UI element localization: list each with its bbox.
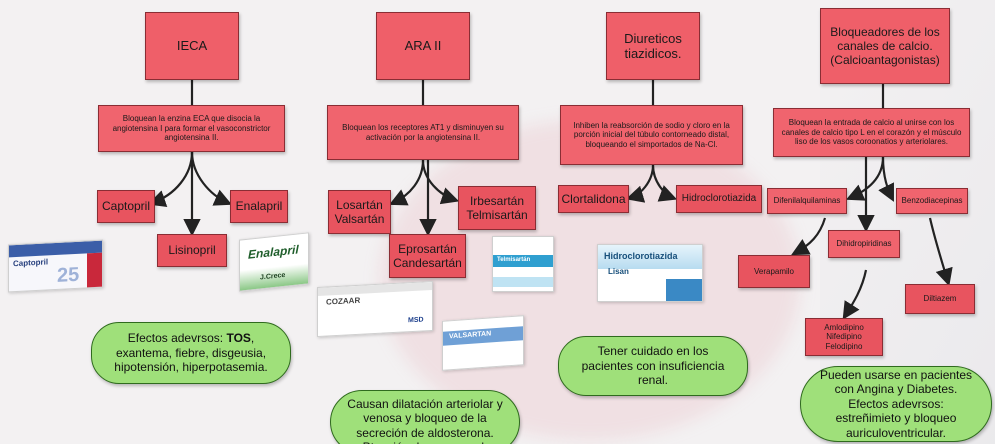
group-dihidropiridinas-text: Dihidropiridinas bbox=[836, 239, 892, 249]
captopril-band-red bbox=[87, 252, 103, 290]
hct-box-sub: Lisan bbox=[608, 267, 629, 276]
drug-clortalidona: Clortalidona bbox=[558, 185, 629, 213]
group-difenilalquilaminas-text: Difenilalquilaminas bbox=[773, 196, 841, 206]
drug-enalapril: Enalapril bbox=[230, 190, 288, 223]
hct-band bbox=[598, 245, 702, 269]
diureticos-mechanism: Inhiben la reabsorción de sodio y cloro … bbox=[560, 105, 743, 165]
calcio-mechanism-text: Bloquean la entrada de calcio al unirse … bbox=[781, 118, 962, 147]
hct-band-2 bbox=[666, 279, 702, 301]
drug-amlodipino-text: Amlodipino Nifedipino Felodipino bbox=[824, 322, 864, 351]
calcio-note-text: Pueden usarse en pacientes con Angina y … bbox=[819, 368, 973, 440]
cozaar-box-name: COZAAR bbox=[326, 295, 361, 307]
drug-captopril: Captopril bbox=[97, 190, 155, 223]
cozaar-box-sub: MSD bbox=[408, 316, 424, 325]
ieca-mechanism-text: Bloquean la enzina ECA que disocia la an… bbox=[112, 114, 271, 143]
diureticos-mechanism-text: Inhiben la reabsorción de sodio y cloro … bbox=[573, 120, 730, 149]
diureticos-note-text: Tener cuidado en los pacientes con insuf… bbox=[581, 344, 725, 388]
captopril-box-name: Captopril bbox=[13, 257, 49, 269]
enalapril-box-name: Enalapril bbox=[248, 242, 299, 262]
diureticos-header: Diureticos tiazidicos. bbox=[606, 12, 700, 80]
telmisartan-box-name: Telmisartán bbox=[497, 257, 531, 263]
drug-losartan-valsartan: Losartán Valsartán bbox=[328, 190, 391, 234]
drug-eprosartan-candesartan-text: Eprosartán Candesartán bbox=[393, 241, 462, 270]
drug-irbesartan-telmisartan-text: Irbesartán Telmisartán bbox=[466, 193, 528, 222]
enalapril-box-image: Enalapril J.Crece bbox=[239, 232, 309, 292]
ara-note: Causan dilatación arteriolar y venosa y … bbox=[330, 390, 520, 444]
valsartan-box-image: VALSARTAN bbox=[442, 315, 524, 371]
ieca-header: IECA bbox=[145, 12, 239, 80]
calcio-header-text: Bloqueadores de los canales de calcio. (… bbox=[830, 24, 940, 68]
drug-eprosartan-candesartan: Eprosartán Candesartán bbox=[389, 234, 466, 278]
captopril-box-sub: 25 bbox=[57, 263, 80, 287]
group-benzodiacepinas-text: Benzodiacepinas bbox=[901, 196, 963, 206]
hct-box-name: Hidroclorotiazida bbox=[604, 251, 678, 261]
group-difenilalquilaminas: Difenilalquilaminas bbox=[767, 188, 847, 214]
captopril-box-image: Captopril 25 bbox=[8, 239, 103, 293]
drug-captopril-text: Captopril bbox=[101, 199, 151, 214]
ara-header: ARA II bbox=[376, 12, 470, 80]
drug-losartan-valsartan-text: Losartán Valsartán bbox=[334, 197, 385, 226]
group-dihidropiridinas: Dihidropiridinas bbox=[828, 230, 900, 258]
ieca-note: Efectos adevrsos: TOS, exantema, fiebre,… bbox=[91, 322, 291, 384]
calcio-note: Pueden usarse en pacientes con Angina y … bbox=[800, 366, 992, 442]
ara-header-text: ARA II bbox=[404, 38, 442, 54]
telmisartan-band-2 bbox=[493, 277, 553, 287]
calcio-header: Bloqueadores de los canales de calcio. (… bbox=[820, 8, 950, 84]
ieca-header-text: IECA bbox=[176, 38, 208, 54]
ieca-note-rest: , exantema, fiebre, disgeusia, hipotensi… bbox=[114, 331, 268, 375]
drug-amlodipino-nifedipino-felodipino: Amlodipino Nifedipino Felodipino bbox=[805, 318, 883, 356]
ieca-note-bold: TOS bbox=[226, 331, 251, 346]
ieca-note-prefix: Efectos adevrsos: bbox=[127, 331, 227, 346]
drug-hidroclorotiazida-text: Hidroclorotiazida bbox=[681, 193, 757, 205]
drug-diltiazem: Diltiazem bbox=[905, 284, 975, 314]
diureticos-header-text: Diureticos tiazidicos. bbox=[624, 30, 682, 61]
ara-mechanism-text: Bloquean los receptores AT1 y disminuyen… bbox=[342, 123, 504, 142]
ara-note-text: Causan dilatación arteriolar y venosa y … bbox=[347, 397, 503, 444]
drug-verapamilo: Verapamilo bbox=[738, 255, 810, 288]
drug-irbesartan-telmisartan: Irbesartán Telmisartán bbox=[458, 186, 536, 230]
drug-verapamilo-text: Verapamilo bbox=[753, 266, 795, 276]
ieca-note-text: Efectos adevrsos: TOS, exantema, fiebre,… bbox=[106, 331, 276, 374]
diureticos-note: Tener cuidado en los pacientes con insuf… bbox=[558, 336, 748, 396]
calcio-mechanism: Bloquean la entrada de calcio al unirse … bbox=[773, 108, 970, 157]
drug-hidroclorotiazida: Hidroclorotiazida bbox=[676, 185, 762, 213]
drug-lisinopril: Lisinopril bbox=[157, 234, 227, 267]
cozaar-box-image: COZAAR MSD bbox=[317, 280, 433, 338]
group-benzodiacepinas: Benzodiacepinas bbox=[896, 188, 968, 214]
drug-lisinopril-text: Lisinopril bbox=[168, 243, 216, 258]
ieca-mechanism: Bloquean la enzina ECA que disocia la an… bbox=[98, 105, 285, 152]
hidroclorotiazida-box-image: Hidroclorotiazida Lisan bbox=[597, 244, 703, 302]
drug-clortalidona-text: Clortalidona bbox=[561, 191, 626, 206]
drug-enalapril-text: Enalapril bbox=[235, 199, 283, 214]
ara-mechanism: Bloquean los receptores AT1 y disminuyen… bbox=[327, 105, 519, 160]
drug-diltiazem-text: Diltiazem bbox=[923, 294, 957, 304]
telmisartan-band bbox=[493, 255, 553, 267]
telmisartan-box-image: Telmisartán bbox=[492, 236, 554, 292]
